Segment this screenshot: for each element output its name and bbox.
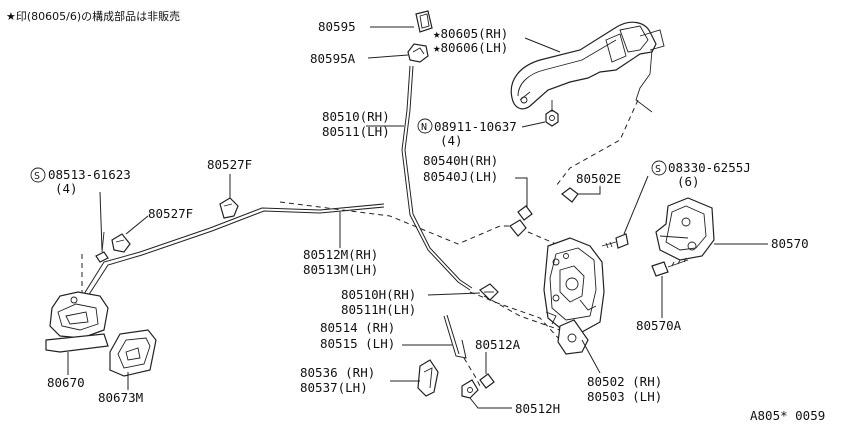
leader-80502e	[578, 186, 601, 195]
rod-80512m	[83, 203, 385, 295]
label-80511h: 80511H(LH)	[341, 302, 416, 317]
label-80503: 80503 (LH)	[587, 389, 662, 404]
part-striker-80570	[655, 197, 715, 261]
rod-80510-edge	[404, 65, 473, 289]
leader-screw	[623, 175, 649, 235]
nut-icon	[545, 109, 559, 127]
leader-80510h	[427, 292, 481, 296]
label-80606: ★80606(LH)	[433, 40, 508, 55]
nut-symbol-circle	[417, 118, 433, 134]
label-80513m: 80513M(LH)	[303, 262, 378, 277]
label-80537: 80537(LH)	[300, 380, 368, 395]
bolt-symbol: S	[34, 171, 40, 182]
guide-clip-lock	[527, 231, 557, 245]
label-80595: 80595	[318, 19, 356, 34]
leader-nut	[521, 121, 546, 128]
label-bolt-code: 08513-61623	[48, 167, 131, 182]
label-80511: 80511(LH)	[322, 124, 390, 139]
part-80510h-clip	[479, 283, 499, 301]
label-80514: 80514 (RH)	[320, 320, 395, 335]
label-80536: 80536 (RH)	[300, 365, 375, 380]
leader-bolt	[99, 191, 103, 251]
label-80540j: 80540J(LH)	[423, 169, 498, 184]
part-outside-handle	[510, 21, 665, 113]
label-80570a: 80570A	[636, 318, 682, 333]
rod-80512m-edge	[87, 206, 385, 297]
label-80510: 80510(RH)	[322, 109, 390, 124]
part-inside-handle-80670	[45, 291, 109, 353]
label-80673m: 80673M	[98, 390, 143, 405]
label-nut-qty: (4)	[440, 133, 463, 148]
part-80512h-clip	[461, 379, 479, 399]
part-80540-clip	[509, 205, 533, 237]
rod-80510	[401, 65, 471, 291]
label-80515: 80515 (LH)	[320, 336, 395, 351]
label-80502e: 80502E	[576, 171, 621, 186]
rod-80514	[443, 315, 467, 359]
nut-symbol: N	[421, 122, 427, 133]
header-note: ★印(80605/6)の構成部品は非販売	[6, 9, 180, 23]
part-80502e-clip	[561, 187, 579, 203]
part-80595a-clip	[407, 43, 429, 63]
screw-icon	[601, 233, 629, 249]
leader-80605	[524, 37, 561, 53]
leader-80540	[515, 177, 528, 208]
label-screw-qty: (6)	[677, 174, 700, 189]
label-80527f-left: 80527F	[148, 206, 193, 221]
part-escutcheon-80673m	[109, 329, 157, 377]
part-80512a-clip	[479, 373, 495, 389]
footer-code: A805* 0059	[750, 408, 825, 423]
label-80595a: 80595A	[310, 51, 356, 66]
leader-80595a	[367, 54, 409, 59]
label-80527f-top: 80527F	[207, 157, 252, 172]
part-door-lock	[543, 237, 605, 355]
leader-80502	[581, 339, 601, 374]
guide-rod-to-lock	[279, 201, 512, 245]
label-nut-code: 08911-10637	[434, 119, 517, 134]
label-80605: ★80605(RH)	[433, 26, 508, 41]
leader-80527f-left	[125, 215, 149, 235]
guide-handle-to-clip	[555, 99, 639, 187]
guide-80512a	[463, 357, 481, 387]
rod-80514-edge	[446, 314, 460, 355]
screw-symbol: S	[655, 164, 661, 175]
label-screw-code: 08330-6255J	[668, 160, 751, 175]
label-80512a: 80512A	[475, 337, 521, 352]
label-80512m: 80512M(RH)	[303, 247, 378, 262]
part-lever-80536	[417, 359, 439, 397]
part-80527f-left-clip	[111, 233, 131, 253]
bolt-symbol-circle	[30, 167, 46, 183]
label-80512h: 80512H	[515, 401, 560, 416]
part-80595-cap	[415, 10, 433, 33]
label-80670: 80670	[47, 375, 85, 390]
label-80570: 80570	[771, 236, 809, 251]
guide-80510h	[483, 295, 561, 331]
leader-80512h	[469, 397, 512, 409]
label-80510h: 80510H(RH)	[341, 287, 416, 302]
screw-symbol-circle	[651, 160, 667, 176]
label-bolt-qty: (4)	[55, 181, 78, 196]
bolt-80570a-icon	[651, 257, 689, 277]
label-80502: 80502 (RH)	[587, 374, 662, 389]
label-80540h: 80540H(RH)	[423, 153, 498, 168]
part-80527f-top-clip	[219, 197, 239, 219]
